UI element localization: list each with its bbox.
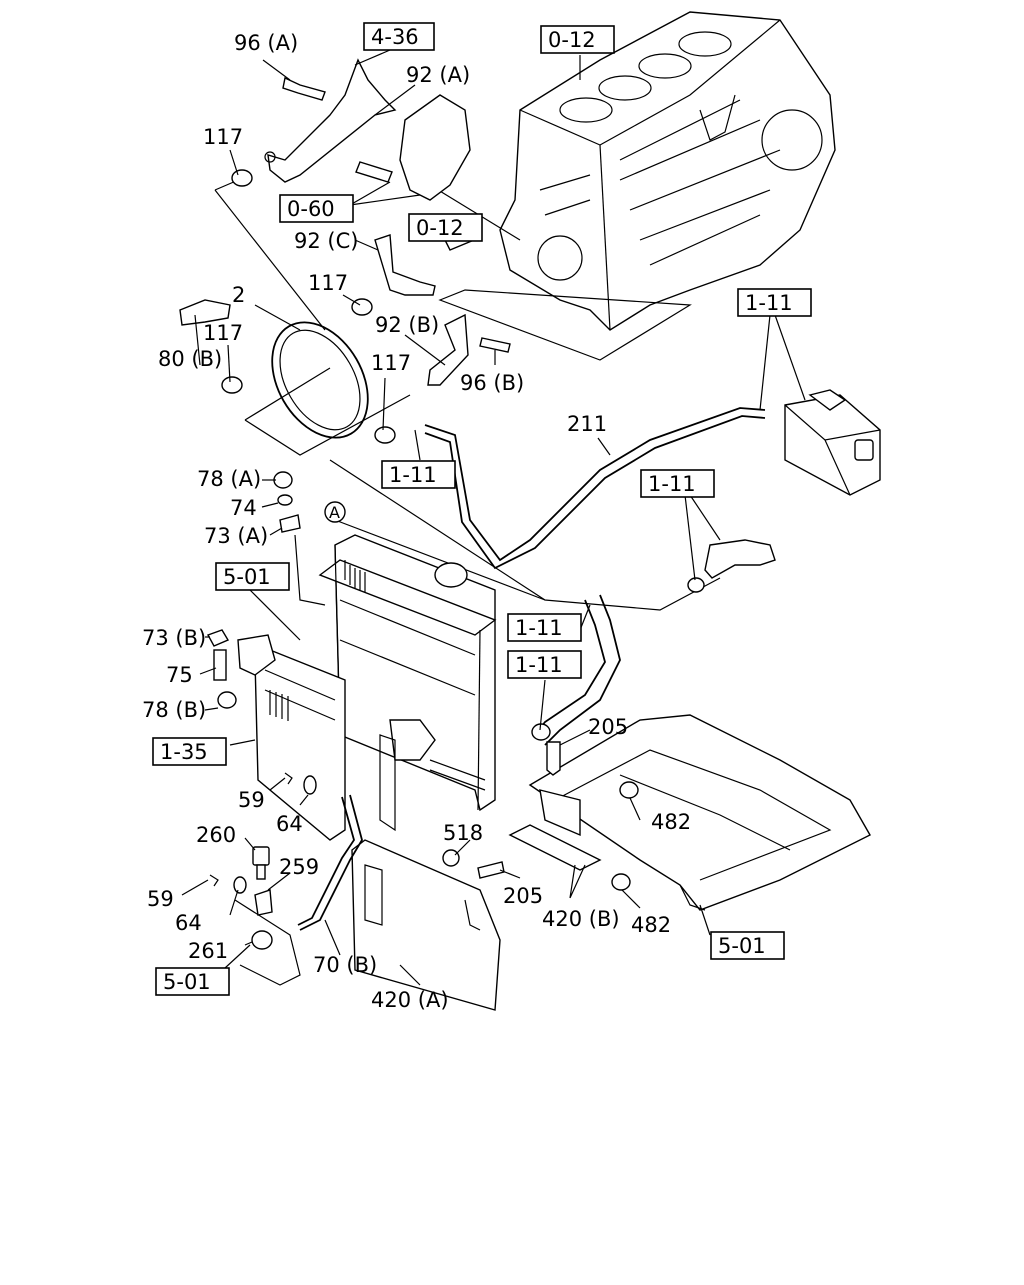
label-64-a: 64 <box>276 812 303 836</box>
label-261: 261 <box>188 939 228 963</box>
label-211: 211 <box>567 412 607 436</box>
label-64-b: 64 <box>175 911 202 935</box>
label-73a: 73 (A) <box>204 524 268 548</box>
guide-lines <box>214 174 721 611</box>
engine-block <box>499 11 836 331</box>
label-96b: 96 (B) <box>460 371 524 395</box>
label-96a: 96 (A) <box>234 31 298 55</box>
label-92c: 92 (C) <box>294 229 358 253</box>
part-labels: 96 (A) 92 (A) 117 92 (C) 117 2 117 80 (B… <box>142 31 691 1012</box>
label-59-b: 59 <box>147 887 174 911</box>
label-482-b: 482 <box>631 913 671 937</box>
label-78b: 78 (B) <box>142 698 206 722</box>
label-518: 518 <box>443 821 483 845</box>
label-117-b: 117 <box>308 271 348 295</box>
callout-a: A <box>324 501 346 523</box>
label-205-b: 205 <box>503 884 543 908</box>
ref-1-11-upper: 1-11 <box>648 472 696 496</box>
lower-plate <box>351 839 501 1011</box>
label-59-a: 59 <box>238 788 265 812</box>
label-92a: 92 (A) <box>406 63 470 87</box>
label-73b: 73 (B) <box>142 626 206 650</box>
frame-right <box>528 714 871 911</box>
label-117-a: 117 <box>203 125 243 149</box>
label-75: 75 <box>166 663 193 687</box>
ref-0-60: 0-60 <box>287 197 335 221</box>
frame-left-stub <box>234 889 301 986</box>
bracket-92c <box>351 231 475 316</box>
label-420a: 420 (A) <box>371 988 449 1012</box>
label-80b: 80 (B) <box>158 347 222 371</box>
radiator <box>318 534 497 832</box>
ref-1-11-hose: 1-11 <box>389 463 437 487</box>
ref-0-12-top: 0-12 <box>548 28 596 52</box>
ref-1-35: 1-35 <box>160 740 208 764</box>
label-259: 259 <box>279 855 319 879</box>
label-70b: 70 (B) <box>313 953 377 977</box>
label-420b: 420 (B) <box>542 907 620 931</box>
bracket-92b <box>427 313 511 386</box>
ref-1-11-mid: 1-11 <box>515 616 563 640</box>
small-fittings-left <box>206 471 301 709</box>
ref-5-01-bottom: 5-01 <box>163 970 211 994</box>
small-fittings-lower <box>209 723 639 950</box>
bracket-420b <box>508 789 602 871</box>
label-117-d: 117 <box>371 351 411 375</box>
ref-4-36: 4-36 <box>371 25 419 49</box>
reservoir-tank <box>784 389 881 496</box>
reference-boxes: 4-36 0-12 0-60 0-12 1-11 1-11 1-11 5-01 … <box>152 22 812 996</box>
intercooler <box>237 634 346 841</box>
label-92b: 92 (B) <box>375 313 439 337</box>
ref-5-01-right: 5-01 <box>718 934 766 958</box>
label-2: 2 <box>232 283 245 307</box>
callout-a-letter: A <box>329 503 340 522</box>
label-74: 74 <box>230 496 257 520</box>
label-205-a: 205 <box>588 715 628 739</box>
upper-hoses <box>534 539 776 746</box>
ref-1-11-lower: 1-11 <box>515 653 563 677</box>
ref-5-01-left: 5-01 <box>223 565 271 589</box>
label-260: 260 <box>196 823 236 847</box>
pipe-70b <box>297 794 363 931</box>
leader-lines <box>181 49 806 986</box>
label-482-a: 482 <box>651 810 691 834</box>
label-117-c: 117 <box>203 321 243 345</box>
ref-1-11-tank: 1-11 <box>745 291 793 315</box>
label-78a: 78 (A) <box>197 467 261 491</box>
fan-shroud-ring <box>179 299 396 444</box>
ref-0-12-mid: 0-12 <box>416 216 464 240</box>
